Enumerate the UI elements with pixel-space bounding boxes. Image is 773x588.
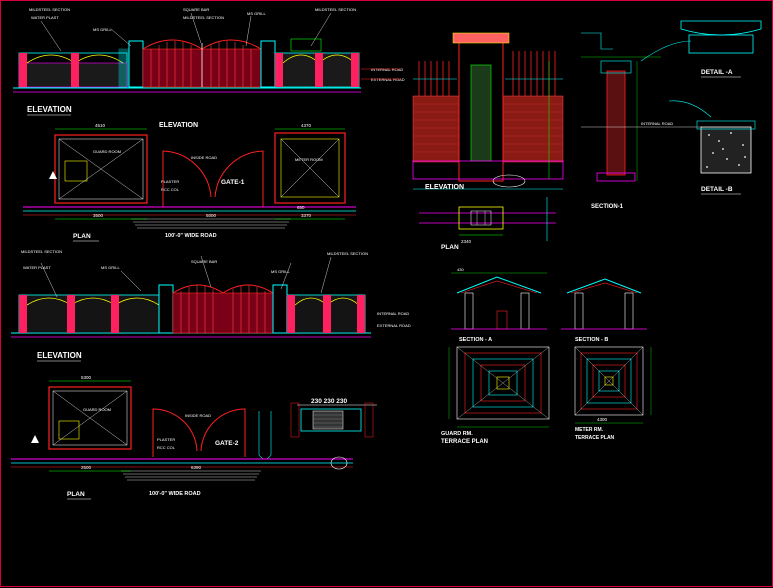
elevation-label-1: ELEVATION (27, 105, 72, 114)
meter-rm-label: METER RM. (575, 427, 604, 433)
dim-plan1-bottom-left: 3500 (93, 213, 104, 218)
plan-gate-1: ELEVATION GUARD ROOM INSIDE ROAD GATE-1 … (23, 122, 356, 242)
terrace-plan-meter (574, 346, 652, 424)
note-milsec-4: MILDSTEEL SECTION (21, 249, 62, 254)
road-label-2: 100'-0" WIDE ROAD (149, 491, 201, 497)
north-arrow-icon (49, 171, 57, 179)
note-milsec-3: MILDSTEEL SECTION (315, 7, 356, 12)
note-grill-3: MS GRILL (101, 265, 120, 270)
note-external-road-2: EXTERNAL ROAD (377, 323, 411, 328)
note-milsec-1: MILDSTEEL SECTION (29, 7, 70, 12)
north-arrow-icon-2 (31, 435, 39, 443)
guard-rm-label: GUARD RM. (441, 431, 473, 437)
note-milsec-5: MILDSTEEL SECTION (327, 251, 368, 256)
dim-plan2-gate: 6390 (191, 465, 202, 470)
wall-dims-230: 230 230 230 (311, 398, 348, 405)
dim-plan1-top-right: 4370 (301, 123, 312, 128)
detail-b: DETAIL -B (668, 100, 756, 195)
terrace-plan-label-1: TERRACE PLAN (441, 439, 488, 445)
note-external-road-1: EXTERNAL ROAD (371, 77, 405, 82)
dim-pillar-plan: 2340 (461, 239, 472, 244)
dim-section-a: 430 (457, 267, 464, 272)
pillar-elevation: ELEVATION 2340 PLAN (412, 32, 564, 251)
note-internal-road-1: INTERNAL ROAD (371, 67, 403, 72)
note-plaster-1: PLASTER (161, 179, 179, 184)
note-rcc-2: RCC COL (157, 445, 176, 450)
section-1: INTERNAL ROAD SECTION-1 (581, 56, 701, 210)
plan-gate-2: GUARD ROOM INSIDE ROAD GATE-2 PLASTER RC… (11, 375, 353, 500)
terrace-plan-guard (448, 346, 550, 428)
guard-room-label-2: GUARD ROOM (83, 407, 111, 412)
detail-a: DETAIL -A (581, 20, 762, 78)
detail-b-label: DETAIL -B (701, 186, 733, 193)
inside-road-label-2: INSIDE ROAD (185, 413, 211, 418)
note-grill-2: MS GRILL (247, 11, 266, 16)
note-grill-4: MS GRILL (271, 269, 290, 274)
note-rcc-1: RCC COL (161, 187, 180, 192)
elevation-gate-1: MILDSTEEL SECTION WATER PLAST MS GRILL S… (13, 7, 405, 116)
dim-terrace-meter: 4300 (597, 417, 608, 422)
note-square-2: SQUARE BAR (191, 259, 217, 264)
plan-label-2: PLAN (441, 244, 459, 251)
inside-road-label-1: INSIDE ROAD (191, 155, 217, 160)
note-square-1: SQUARE BAR (183, 7, 209, 12)
wall-detail-230: 230 230 230 (290, 398, 377, 438)
section-internal-level: INTERNAL ROAD (641, 121, 673, 126)
dim-plan1-gate: 5000 (206, 213, 217, 218)
note-grill-1: MS GRILL (93, 27, 112, 32)
section-b-label: SECTION - B (575, 337, 608, 343)
dim-top-650: 650 (297, 205, 305, 210)
note-water-1: WATER PLAST (31, 15, 59, 20)
elevation-label-4: ELEVATION (37, 351, 82, 360)
plan-label-1: PLAN (73, 233, 91, 240)
gate-1-label: GATE-1 (221, 179, 245, 186)
section-a: 430 SECTION - A (451, 267, 547, 343)
detail-a-label: DETAIL -A (701, 69, 733, 76)
dim-plan1-top-left: 4510 (95, 123, 106, 128)
guard-room-label-1: GUARD ROOM (93, 149, 121, 154)
note-water-2: WATER PLAST (23, 265, 51, 270)
elevation-gate-2: MILDSTEEL SECTION WATER PLAST MS GRILL S… (11, 249, 411, 362)
elevation-label-3: ELEVATION (425, 184, 464, 191)
dim-plan2-top: 5300 (81, 375, 92, 380)
note-milsec-2: MILDSTEEL SECTION (183, 15, 224, 20)
note-internal-road-2: INTERNAL ROAD (377, 311, 409, 316)
dim-plan1-bottom-right: 3370 (301, 213, 312, 218)
plan-label-3: PLAN (67, 491, 85, 498)
note-plaster-2: PLASTER (157, 437, 175, 442)
terrace-plan-label-2: TERRACE PLAN (575, 435, 615, 441)
road-label-1: 100'-0" WIDE ROAD (165, 233, 217, 239)
dim-plan2-bottom: 2500 (81, 465, 92, 470)
elevation-label-2: ELEVATION (159, 122, 198, 129)
gate-2-label: GATE-2 (215, 440, 239, 447)
meter-room-label-1: METER ROOM (295, 157, 323, 162)
section-1-label: SECTION-1 (591, 204, 624, 210)
section-a-label: SECTION - A (459, 337, 492, 343)
section-b: SECTION - B (561, 278, 647, 343)
